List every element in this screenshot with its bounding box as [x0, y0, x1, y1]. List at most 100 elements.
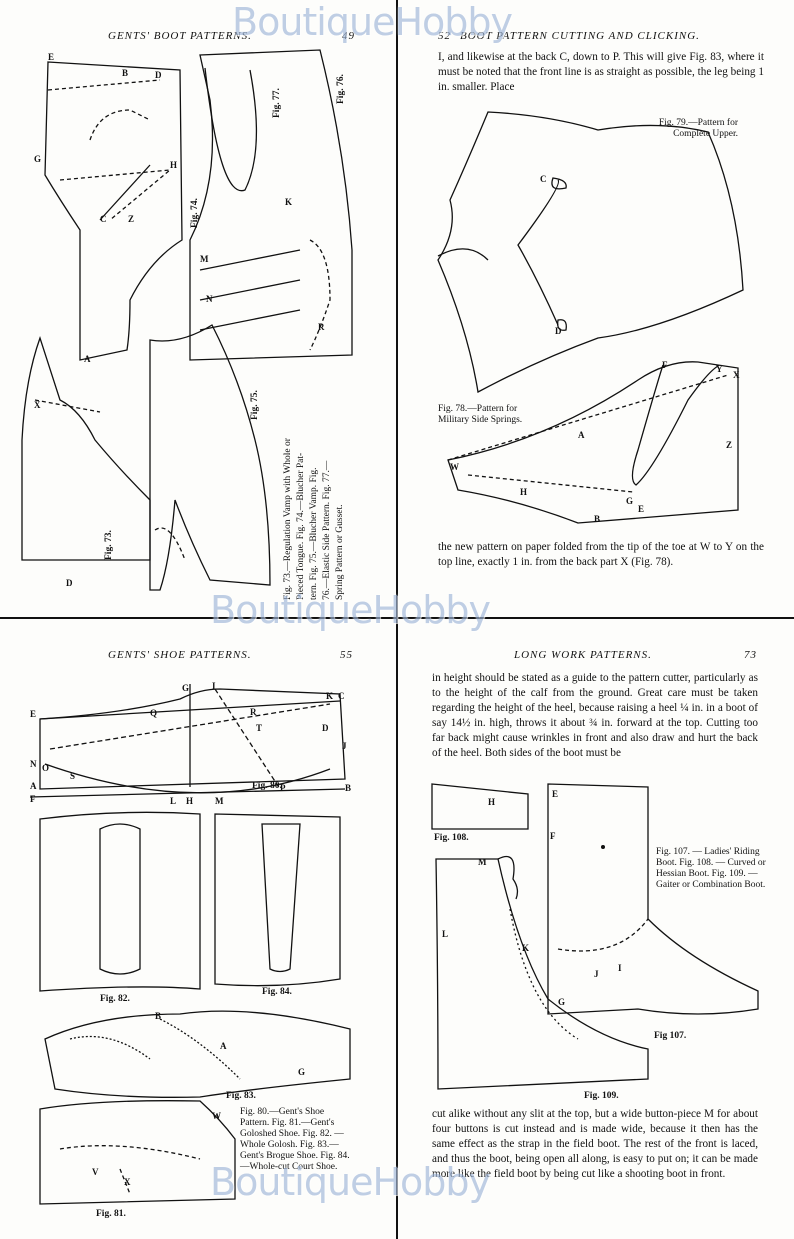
- fig83-label: Fig. 83.: [226, 1091, 256, 1101]
- label-A: A: [30, 781, 37, 791]
- label-S: S: [70, 771, 75, 781]
- label-D: D: [555, 326, 562, 336]
- page-73: LONG WORK PATTERNS. 73 in height should …: [398, 619, 794, 1239]
- label-K: K: [285, 197, 292, 207]
- label-W: W: [212, 1111, 221, 1121]
- label-C: C: [540, 174, 547, 184]
- page-number: 55: [340, 649, 353, 661]
- label-G: G: [34, 154, 41, 164]
- label-I: I: [212, 681, 216, 691]
- page-header: GENTS' SHOE PATTERNS. 55: [0, 649, 396, 665]
- label-D2: D: [66, 578, 73, 588]
- label-G2: G: [298, 1067, 305, 1077]
- label-L: L: [170, 796, 176, 806]
- header-title: LONG WORK PATTERNS.: [514, 649, 652, 661]
- label-M: M: [478, 857, 487, 867]
- label-K: K: [522, 943, 529, 953]
- label-A: A: [578, 430, 585, 440]
- page-number: 49: [342, 30, 355, 42]
- label-I: I: [618, 963, 622, 973]
- figures-80-84: G I K C E Q R T D J N O S P A F L H M B …: [29, 681, 351, 1205]
- label-X: X: [34, 400, 41, 410]
- label-N: N: [30, 759, 37, 769]
- label-O: O: [42, 763, 49, 773]
- body-text-bottom: cut alike without any slit at the top, b…: [432, 1108, 758, 1180]
- label-C: C: [338, 691, 345, 701]
- label-H: H: [520, 487, 527, 497]
- label-F: F: [662, 360, 668, 370]
- label-W: W: [450, 462, 459, 472]
- fig79-caption: Fig. 79.—Pattern for Complete Upper.: [658, 118, 738, 139]
- label-B: B: [594, 514, 600, 524]
- label-H: H: [488, 797, 495, 807]
- fig73-outline: [21, 335, 151, 561]
- label-P: P: [280, 783, 286, 793]
- fig73-label: Fig. 73.: [104, 530, 114, 560]
- label-H: H: [170, 160, 177, 170]
- label-E: E: [638, 504, 644, 514]
- fig81-outline: [39, 1100, 236, 1205]
- fig79-outline: [437, 111, 744, 394]
- fig107-outline: [547, 783, 759, 1015]
- body-text-bottom: the new pattern on paper folded from the…: [438, 541, 764, 568]
- label-G: G: [182, 683, 189, 693]
- label-A2: A: [220, 1041, 227, 1051]
- body-text-top: in height should be stated as a guide to…: [432, 672, 758, 759]
- label-Z: Z: [128, 214, 134, 224]
- fig77-label: Fig. 77.: [272, 88, 282, 118]
- header-title: GENTS' SHOE PATTERNS.: [108, 649, 252, 661]
- label-G: G: [626, 496, 633, 506]
- page-header: 52 BOOT PATTERN CUTTING AND CLICKING.: [398, 30, 794, 46]
- label-Z: Z: [726, 440, 732, 450]
- fig109-outline: [435, 858, 649, 1090]
- page-number: 73: [744, 649, 757, 661]
- label-F: F: [30, 794, 36, 804]
- label-M: M: [200, 254, 209, 264]
- label-N: N: [206, 294, 213, 304]
- label-A: A: [84, 354, 91, 364]
- label-X: X: [733, 370, 740, 380]
- label-B: B: [122, 68, 128, 78]
- fig109-label: Fig. 109.: [584, 1091, 619, 1101]
- fig80-label: Fig. 80.: [252, 781, 282, 791]
- fig108-label: Fig. 108.: [434, 833, 469, 843]
- figure-caption: Fig. 73.—Regulation Vamp with Whole or P…: [283, 438, 345, 600]
- figure-caption: Fig. 107. — Ladies' Riding Boot. Fig. 10…: [656, 847, 766, 890]
- label-E: E: [30, 709, 36, 719]
- fig82-outline: [39, 811, 201, 992]
- fig78-caption: Fig. 78.—Pattern for Military Side Sprin…: [438, 404, 523, 425]
- label-H: H: [186, 796, 193, 806]
- label-L: L: [442, 929, 448, 939]
- fig74-label: Fig. 74.: [190, 198, 200, 228]
- page-divider-horizontal: [0, 617, 794, 619]
- label-Q: Q: [150, 708, 157, 718]
- label-M: M: [215, 796, 224, 806]
- fig84-outline: [214, 813, 341, 987]
- fig80-outline: [39, 688, 346, 790]
- label-V: V: [92, 1167, 99, 1177]
- label-E: E: [48, 52, 54, 62]
- label-D: D: [322, 723, 329, 733]
- figures-107-109: H E F M L K J I G: [431, 783, 759, 1090]
- label-R: R: [250, 707, 257, 717]
- label-X: X: [124, 1177, 131, 1187]
- figures-78-79: [437, 111, 744, 524]
- fig81-label: Fig. 81.: [96, 1209, 126, 1219]
- fig74-outline: [44, 61, 183, 361]
- fig82-label: Fig. 82.: [100, 994, 130, 1004]
- label-Y: Y: [716, 364, 723, 374]
- label-E: E: [552, 789, 558, 799]
- fig75-outline: [149, 324, 271, 591]
- dot-marker: [601, 845, 605, 849]
- fig83-outline: [44, 1010, 351, 1098]
- page-divider-vertical: [396, 0, 398, 1239]
- label-C: C: [100, 214, 107, 224]
- fig78-outline: [447, 361, 739, 524]
- label-J: J: [342, 741, 347, 751]
- fig76-label: Fig. 76.: [336, 74, 346, 104]
- body-text-top: I, and likewise at the back C, down to P…: [438, 51, 764, 93]
- fig84-label: Fig. 84.: [262, 987, 292, 997]
- fig76-outline: [189, 49, 353, 361]
- label-G: G: [558, 997, 565, 1007]
- figures-73-77: E B D G H C Z A X D K N M R: [21, 49, 353, 591]
